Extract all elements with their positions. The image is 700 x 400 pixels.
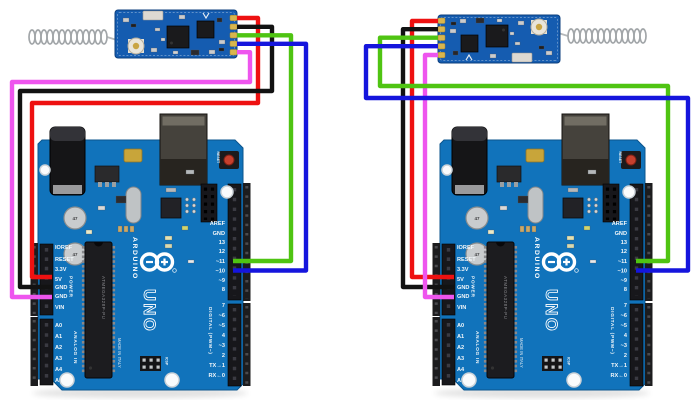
wire-left-magenta-gnd <box>9 50 253 300</box>
arduino-board-left <box>28 112 253 392</box>
rf-module-right <box>437 14 647 64</box>
wire-right-red-5v <box>409 18 454 280</box>
wires-left <box>9 15 309 300</box>
wire-left-red-5v <box>29 15 261 280</box>
wire-right-magenta-gnd <box>422 52 454 300</box>
wire-left-blue-d10 <box>233 41 309 273</box>
wire-right-green-d11 <box>377 35 671 264</box>
wire-right-black-gnd <box>400 27 454 290</box>
rf-module-left <box>28 9 238 59</box>
arduino-board-right <box>430 112 655 392</box>
wires-right <box>363 18 691 300</box>
wire-right-blue-d10 <box>363 44 691 273</box>
wire-left-green-d11 <box>233 33 294 264</box>
wire-left-black-gnd <box>17 24 275 290</box>
